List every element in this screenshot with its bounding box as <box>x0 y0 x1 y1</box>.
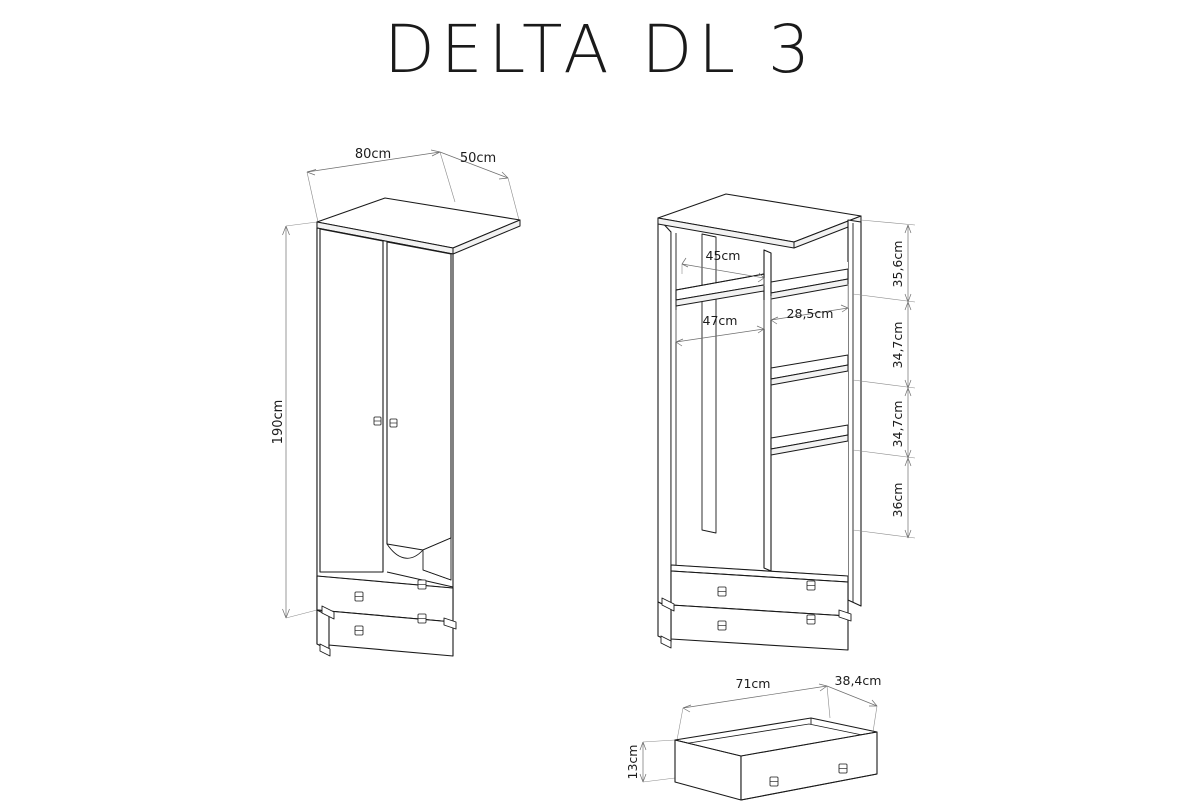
dim-shelf-285: 28,5cm <box>787 306 834 321</box>
carcass <box>657 193 862 651</box>
dim-v-356: 35,6cm <box>890 241 905 288</box>
dim-drawer-384: 38,4cm <box>835 673 882 688</box>
cabinet-body <box>316 197 521 657</box>
dim-shelf-45: 45cm <box>706 248 741 263</box>
dim-width-80: 80cm <box>355 147 391 162</box>
interior-dimension-group: 45cm 47cm 28,5cm <box>675 248 849 347</box>
shelf-left-top <box>675 273 765 307</box>
dim-drawer-71: 71cm <box>736 676 771 691</box>
closed-wardrobe-view: 80cm 50cm 190cm <box>271 147 521 657</box>
drawer-handle-right[interactable] <box>838 763 848 774</box>
drawer-detail-view: 71cm 38,4cm 13cm <box>625 673 882 801</box>
door-handle-left[interactable] <box>373 416 382 426</box>
vertical-dimension-chain: 35,6cm 34,7cm 34,7cm 36cm <box>852 219 916 539</box>
door-handle-right[interactable] <box>389 418 398 428</box>
page-title: DELTA DL 3 <box>384 11 816 88</box>
title-svg: DELTA DL 3 <box>384 11 816 88</box>
drawer-handle-left[interactable] <box>769 776 779 787</box>
cabinet-feet <box>660 597 852 649</box>
height-dimension-group: 190cm <box>271 221 318 619</box>
drawer-dimension-group: 71cm 38,4cm 13cm <box>625 673 882 783</box>
dim-v-36: 36cm <box>890 483 905 518</box>
dim-drawer-13: 13cm <box>625 745 640 780</box>
dim-v-347-a: 34,7cm <box>890 322 905 369</box>
shelf-right-3 <box>770 424 849 456</box>
dim-height-190: 190cm <box>271 400 286 445</box>
drawer-box[interactable] <box>674 717 878 801</box>
drawer-upper[interactable] <box>670 570 849 617</box>
drawer-upper[interactable] <box>316 575 454 623</box>
dim-v-347-b: 34,7cm <box>890 401 905 448</box>
shelf-right-2 <box>770 354 849 386</box>
dim-hanging-47: 47cm <box>703 313 738 328</box>
interior-wardrobe-view: 45cm 47cm 28,5cm <box>657 193 916 651</box>
top-dimension-group: 80cm 50cm <box>306 147 520 223</box>
dim-depth-50: 50cm <box>460 151 496 166</box>
cabinet-feet <box>319 605 457 657</box>
